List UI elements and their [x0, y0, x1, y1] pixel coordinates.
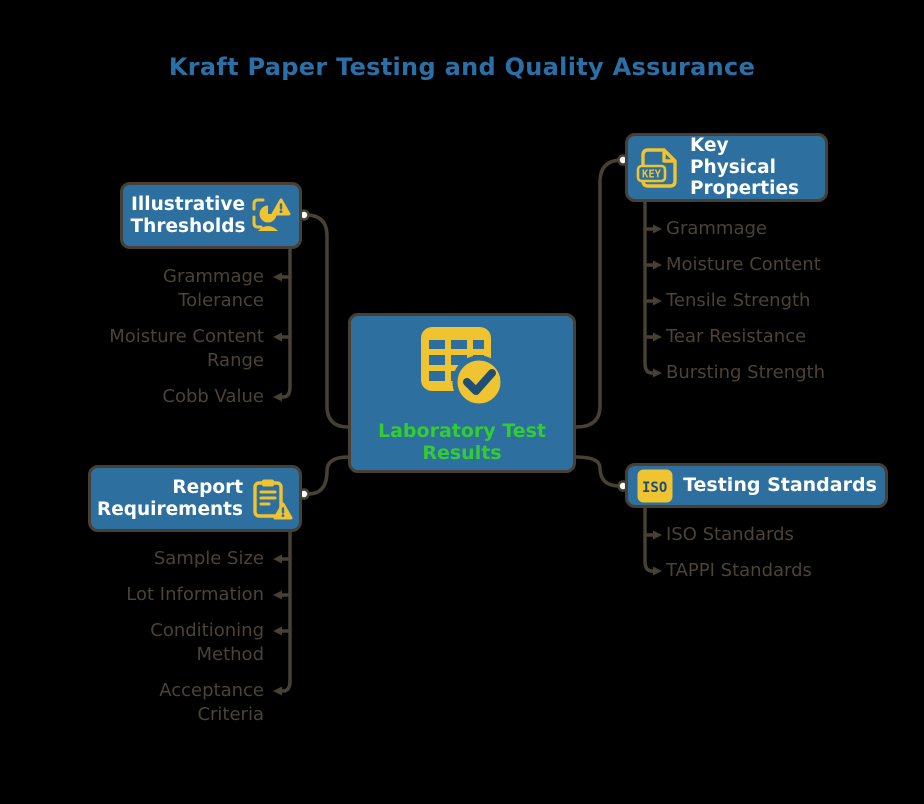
iso-badge-icon: ISO — [637, 469, 673, 502]
arrowhead — [273, 554, 282, 564]
arrowhead — [653, 368, 662, 378]
child-item-lot-information[interactable]: Lot Information — [126, 584, 264, 605]
node-label: Laboratory Test Results — [378, 419, 546, 464]
child-item-bursting-strength[interactable]: Bursting Strength — [666, 362, 826, 383]
child-item-acceptance-criteria[interactable]: Acceptance Criteria — [159, 680, 264, 725]
node-label: Key Physical Properties — [690, 134, 800, 200]
child-item-grammage[interactable]: Grammage — [666, 218, 767, 239]
node-testing-standards[interactable]: ISO Testing Standards — [625, 463, 888, 508]
arrowhead — [653, 296, 662, 306]
trunk-report — [279, 530, 292, 693]
child-item-moisture-content[interactable]: Moisture Content — [666, 254, 821, 275]
node-key-physical-properties[interactable]: KEY Key Physical Properties — [625, 133, 828, 202]
child-item-grammage-tolerance[interactable]: Grammage Tolerance — [163, 266, 264, 311]
arrowhead — [653, 530, 662, 540]
arrowhead — [273, 392, 282, 402]
node-label: Illustrative Thresholds — [130, 193, 246, 237]
connector-illustrative-to-center — [304, 213, 350, 429]
connector-center-to-testing — [574, 455, 622, 488]
arrowhead — [273, 626, 282, 636]
child-item-iso-standards[interactable]: ISO Standards — [666, 524, 794, 545]
child-item-conditioning-method[interactable]: Conditioning Method — [150, 620, 264, 665]
child-item-tear-resistance[interactable]: Tear Resistance — [666, 326, 807, 347]
scan-warning-icon — [252, 198, 291, 231]
connector-center-to-report — [306, 455, 350, 496]
key-document-icon: KEY — [636, 147, 677, 188]
arrowhead — [273, 686, 282, 696]
node-laboratory-test-results[interactable]: Laboratory Test Results — [348, 313, 576, 473]
arrowhead — [653, 224, 662, 234]
trunk-testing — [643, 506, 656, 573]
table-check-icon — [421, 326, 506, 409]
trunk-key — [643, 200, 656, 375]
diagram-title: Kraft Paper Testing and Quality Assuranc… — [168, 53, 756, 81]
trunk-illustrative — [279, 247, 292, 399]
child-item-sample-size[interactable]: Sample Size — [153, 548, 264, 569]
arrowhead — [273, 332, 282, 342]
node-label: Report Requirements — [96, 476, 244, 520]
node-label: Testing Standards — [683, 474, 877, 497]
child-item-tappi-standards[interactable]: TAPPI Standards — [666, 560, 812, 581]
connector-center-to-key — [574, 158, 624, 429]
clipboard-warning-icon — [253, 479, 293, 519]
iso-badge-text: ISO — [642, 480, 667, 496]
node-report-requirements[interactable]: Report Requirements — [88, 465, 302, 532]
child-item-tensile-strength[interactable]: Tensile Strength — [666, 290, 811, 311]
key-badge-text: KEY — [642, 168, 662, 180]
arrowhead — [273, 590, 282, 600]
node-illustrative-thresholds[interactable]: Illustrative Thresholds — [120, 182, 302, 249]
arrowhead — [273, 272, 282, 282]
arrowhead — [653, 332, 662, 342]
child-item-cobb-value[interactable]: Cobb Value — [162, 386, 264, 407]
child-item-moisture-content-range[interactable]: Moisture Content Range — [109, 326, 264, 371]
arrowhead — [653, 566, 662, 576]
arrowhead — [653, 260, 662, 270]
